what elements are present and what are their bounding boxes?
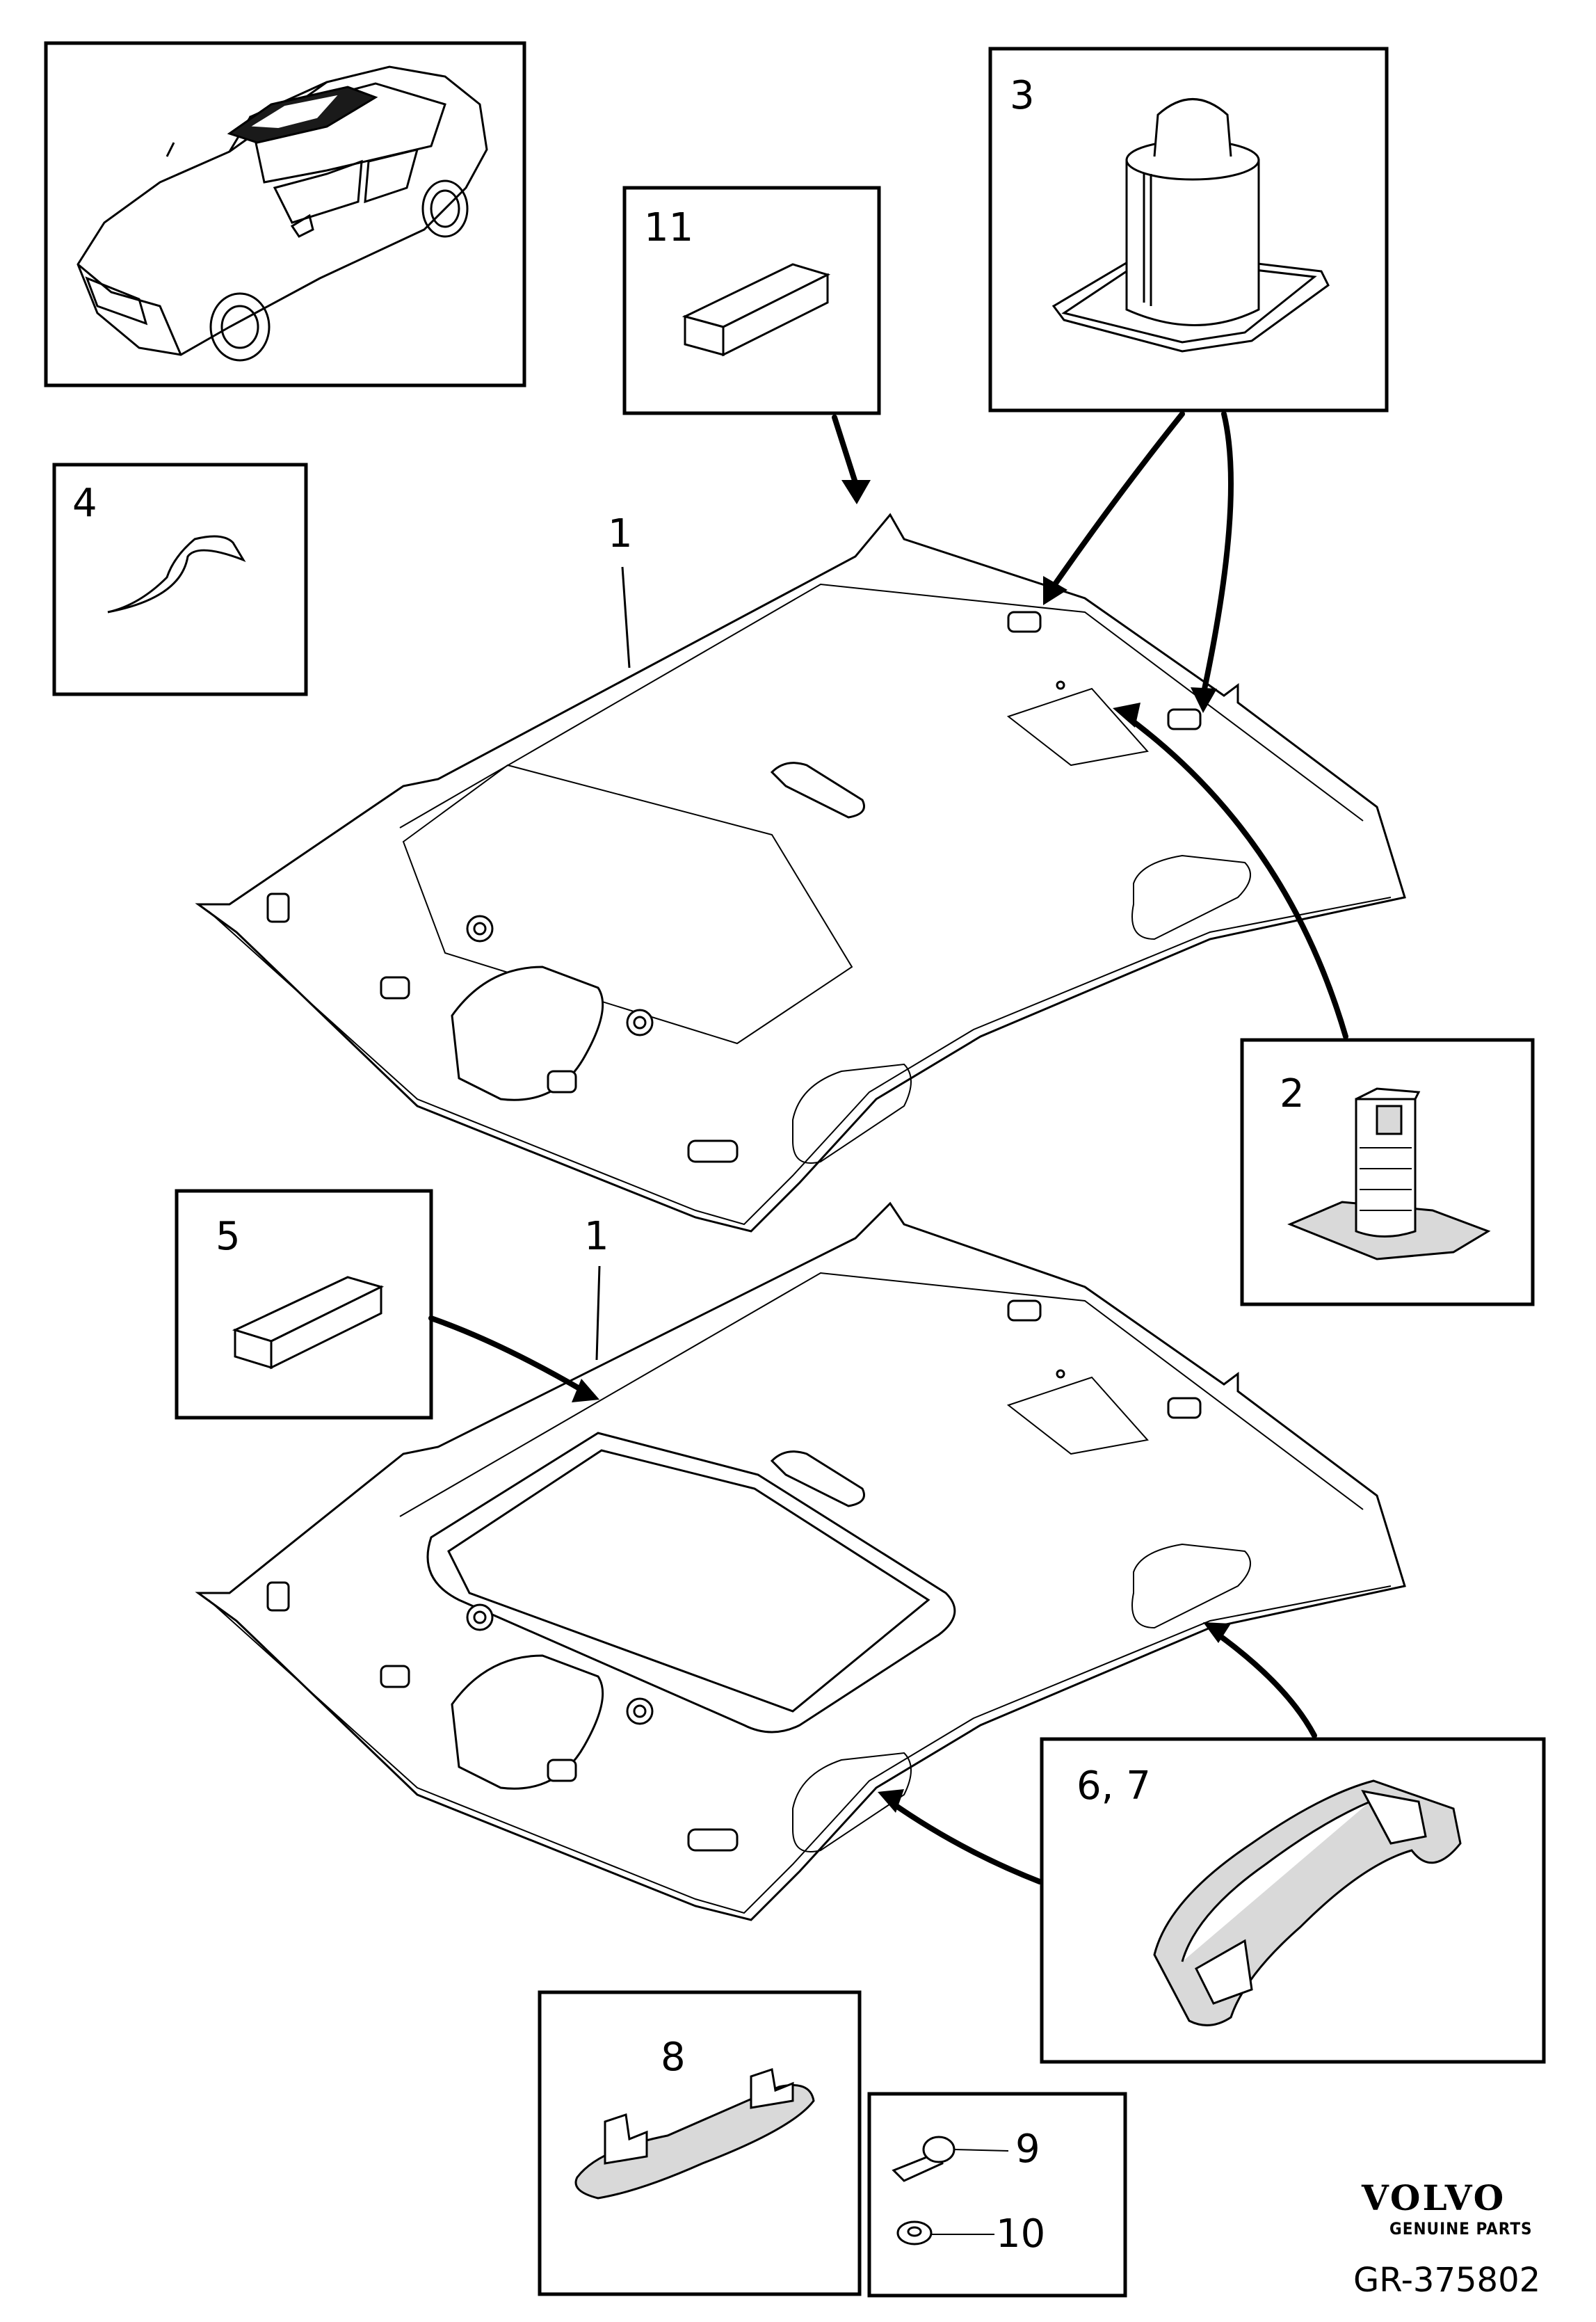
clip-part-2-box	[1240, 1038, 1535, 1306]
car-thumbnail	[44, 41, 526, 387]
brand-tagline: GENUINE PARTS	[1389, 2219, 1533, 2239]
label-washer-10: 10	[996, 2211, 1046, 2257]
label-leaders	[595, 566, 631, 1361]
label-pad-11: 11	[644, 205, 694, 250]
label-grab-handle-6-7: 6, 7	[1077, 1763, 1151, 1809]
grab-handle-part-6-7-box	[1040, 1737, 1546, 2064]
pad-part-11-box	[622, 186, 881, 415]
cover-part-8-box	[538, 1990, 862, 2296]
tape-part-4-box	[52, 463, 308, 696]
arrowheads	[572, 480, 1231, 1813]
headliner-bottom	[195, 1201, 1406, 1921]
label-pad-5: 5	[216, 1214, 241, 1259]
label-screw-9: 9	[1015, 2127, 1040, 2172]
reference-number: GR-375802	[1353, 2261, 1541, 2300]
label-headliner-bottom-1: 1	[584, 1214, 609, 1259]
screw-washer-box	[867, 2092, 1127, 2298]
fastener-part-3-box	[988, 47, 1389, 413]
leader-lines	[428, 411, 1348, 1884]
label-clip-2: 2	[1280, 1071, 1305, 1116]
label-fastener-3: 3	[1010, 73, 1035, 118]
label-cover-8: 8	[661, 2035, 686, 2080]
headliner-top	[195, 513, 1406, 1233]
pad-part-5-box	[175, 1189, 433, 1420]
label-headliner-top-1: 1	[608, 511, 633, 557]
brand-logo: VOLVO	[1362, 2177, 1506, 2218]
label-tape-4: 4	[72, 481, 97, 526]
